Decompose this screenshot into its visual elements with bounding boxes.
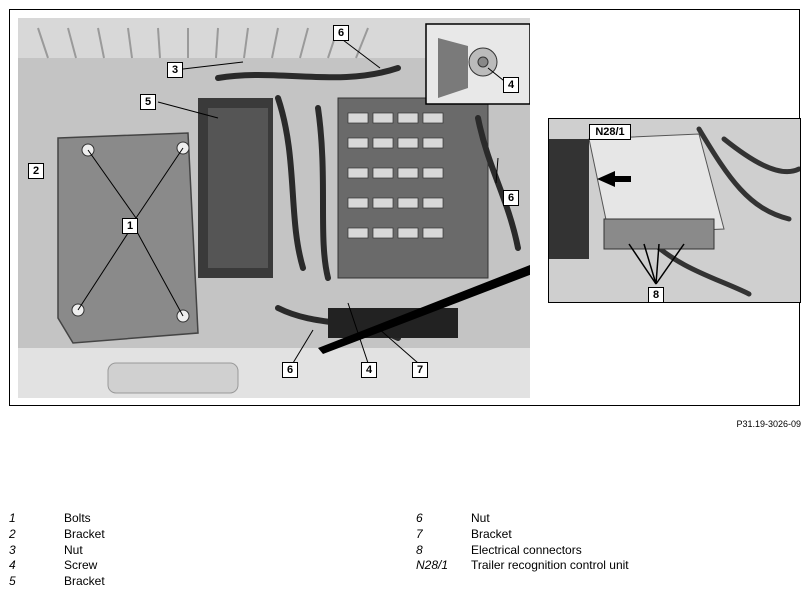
- callout-2: 2: [28, 163, 44, 179]
- legend-row: 2 Bracket: [9, 527, 105, 543]
- legend-number: 1: [9, 511, 16, 525]
- main-photo: [18, 18, 530, 398]
- legend-number: N28/1: [416, 558, 449, 573]
- legend-number: 8: [416, 542, 423, 557]
- callout-3: 3: [167, 62, 183, 78]
- legend-row: 8 Electrical connectors: [416, 543, 629, 559]
- legend-text: Trailer recognition control unit: [471, 558, 629, 573]
- legend-text: Nut: [64, 542, 83, 557]
- legend-number: 4: [9, 558, 16, 573]
- callout-6-bottom: 6: [282, 362, 298, 378]
- legend-row: 3 Nut: [9, 543, 105, 559]
- legend-text: Screw: [64, 558, 98, 573]
- callout-1: 1: [122, 218, 138, 234]
- legend-number: 3: [9, 542, 16, 557]
- legend-right: 6 Nut 7 Bracket 8 Electrical connectors N28…: [416, 511, 629, 574]
- legend-number: 2: [9, 526, 16, 541]
- legend-row: 5 Bracket: [9, 574, 105, 590]
- legend-number: 5: [9, 574, 16, 589]
- legend-text: Nut: [471, 511, 490, 525]
- callout-6-right: 6: [503, 190, 519, 206]
- legend-row: 6 Nut: [416, 511, 629, 527]
- callout-4-inset: 4: [503, 77, 519, 93]
- legend-text: Bracket: [64, 574, 105, 589]
- legend-row: 7 Bracket: [416, 527, 629, 543]
- inset-photo-drawing: [549, 119, 800, 302]
- inset-photo: [548, 118, 801, 303]
- legend-text: Electrical connectors: [471, 542, 582, 557]
- callout-4: 4: [361, 362, 377, 378]
- legend-text: Bolts: [64, 511, 91, 525]
- callout-8: 8: [648, 287, 664, 303]
- main-photo-drawing: [18, 18, 530, 398]
- legend-text: Bracket: [64, 526, 105, 541]
- callout-7: 7: [412, 362, 428, 378]
- legend-number: 6: [416, 511, 423, 525]
- callout-5: 5: [140, 94, 156, 110]
- figure-reference: P31.19-3026-09: [736, 419, 801, 429]
- legend-row: 1 Bolts: [9, 511, 105, 527]
- legend-number: 7: [416, 526, 423, 541]
- legend-text: Bracket: [471, 526, 512, 541]
- legend-row: N28/1 Trailer recognition control unit: [416, 558, 629, 574]
- legend-row: 4 Screw: [9, 558, 105, 574]
- callout-n28-1: N28/1: [589, 124, 631, 140]
- callout-6-top: 6: [333, 25, 349, 41]
